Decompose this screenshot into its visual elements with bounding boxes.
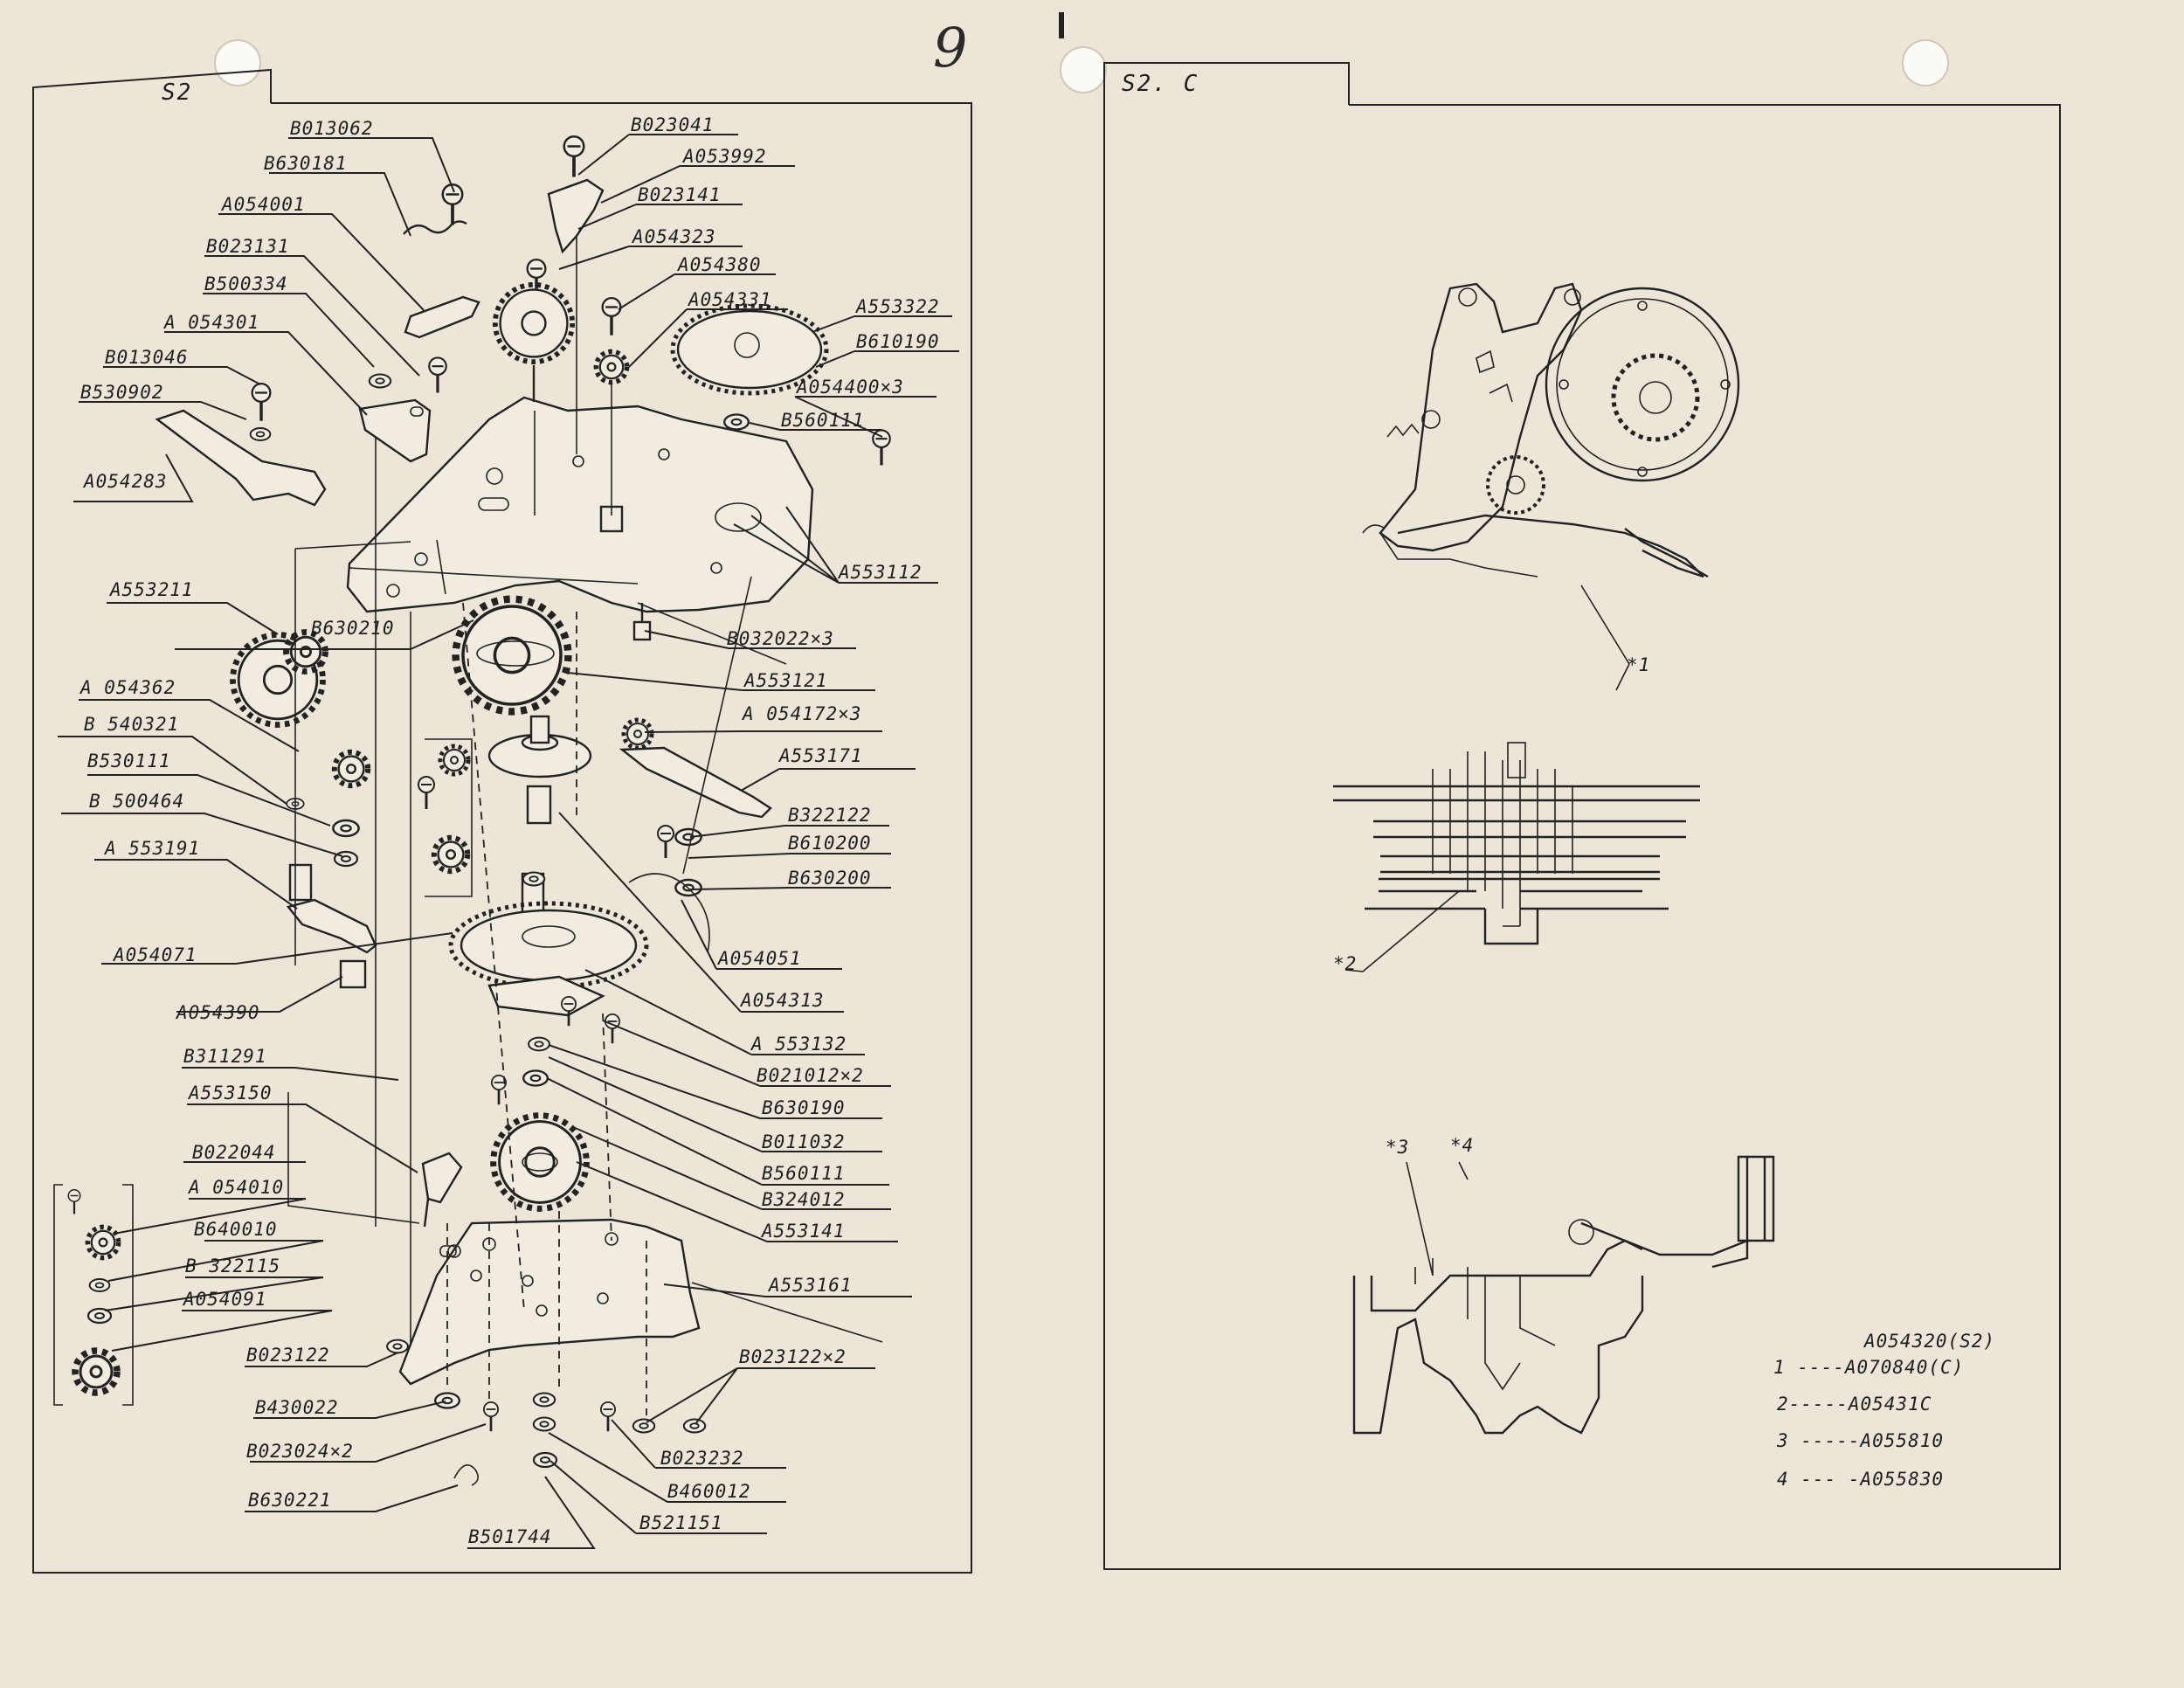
legend: A054320(S2) 1 ----A070840(C) 2-----A0543… (1773, 1331, 1995, 1490)
part-label: A054331 (687, 289, 772, 310)
part-label: A 054301 (162, 312, 259, 333)
part-label: B610190 (856, 331, 940, 352)
part-label: A054051 (716, 948, 802, 969)
part-label: B023024×2 (246, 1441, 354, 1462)
part-label: B630210 (311, 618, 395, 639)
part-label: B630181 (264, 153, 348, 174)
part-label: B630200 (788, 868, 872, 889)
right-panel-tab: S2. C (1122, 71, 1199, 97)
part-labels: B013062 B630181 A054001 B023131 B500334 … (79, 114, 940, 1547)
part-label: B021012×2 (757, 1065, 864, 1086)
callout-4: *4 (1450, 1135, 1474, 1156)
part-label: A553211 (108, 579, 194, 600)
part-label: B022044 (192, 1142, 276, 1163)
part-label: B630190 (762, 1097, 846, 1118)
part-label: B032022×3 (727, 628, 834, 649)
part-label: A054001 (220, 194, 306, 215)
part-label: A553112 (837, 562, 923, 583)
legend-item: A054320(S2) (1863, 1331, 1995, 1352)
part-label: B 322115 (185, 1256, 280, 1276)
part-label: B560111 (762, 1163, 846, 1184)
part-label: B023232 (660, 1448, 744, 1469)
part-label: B630221 (248, 1490, 332, 1511)
part-label: B322122 (788, 805, 872, 826)
callout-labels: *1 *2 *3 *4 (1333, 654, 1650, 1158)
legend-item: 1 ----A070840(C) (1773, 1357, 1964, 1378)
part-label: A054283 (82, 471, 168, 492)
part-label: A553150 (187, 1083, 273, 1103)
part-label: B013046 (105, 347, 189, 368)
part-label: B011032 (762, 1131, 846, 1152)
left-panel: S2 (32, 68, 972, 1574)
part-label: B023122×2 (739, 1346, 847, 1367)
legend-item: 4 --- -A055830 (1777, 1469, 1944, 1490)
exploded-assembly-drawing (53, 134, 959, 1549)
binder-hole-icon (214, 39, 1949, 93)
page-number: 9 (933, 16, 967, 80)
part-label: B501744 (468, 1526, 552, 1547)
part-label: B610200 (788, 833, 872, 854)
part-label: A553322 (854, 296, 940, 317)
callout-3: *3 (1386, 1137, 1409, 1158)
part-label: A054091 (182, 1289, 267, 1310)
part-label: B500334 (204, 273, 288, 294)
part-label: A553171 (778, 745, 863, 766)
part-label: B560111 (781, 410, 865, 431)
left-panel-tab: S2 (162, 80, 192, 106)
part-label: A553161 (767, 1275, 853, 1296)
part-label: B430022 (255, 1397, 339, 1418)
callout-1: *1 (1627, 654, 1650, 675)
part-label: B311291 (183, 1046, 267, 1067)
part-label: A053992 (681, 146, 767, 167)
assembly-perspective-sketch (1362, 282, 1740, 691)
part-label: B023122 (246, 1345, 330, 1366)
part-label: B023041 (631, 114, 715, 135)
part-label: A 054010 (187, 1177, 284, 1198)
callout-2: *2 (1333, 953, 1357, 974)
part-label: A553121 (743, 670, 828, 691)
part-label: B324012 (762, 1189, 846, 1210)
legend-item: 3 -----A055810 (1776, 1430, 1944, 1451)
cross-section-sketch (1333, 742, 1700, 972)
right-panel: S2. C (1103, 62, 2061, 1570)
part-label: B013062 (290, 118, 374, 139)
part-label: A054390 (175, 1002, 260, 1023)
part-label: B023131 (206, 236, 290, 257)
lower-section-sketch (1352, 1155, 1775, 1435)
part-label: A 054172×3 (741, 703, 861, 724)
part-label: B 540321 (84, 714, 179, 735)
part-label: B023141 (638, 184, 722, 205)
part-label: A054323 (631, 226, 716, 247)
part-label: A054071 (112, 944, 197, 965)
part-label: A054380 (676, 254, 762, 275)
part-label: B460012 (667, 1481, 751, 1502)
part-label: A054400×3 (795, 377, 904, 398)
part-label: B640010 (194, 1219, 278, 1240)
legend-item: 2-----A05431C (1777, 1394, 1932, 1415)
part-label: B 500464 (89, 791, 184, 812)
part-label: A 553132 (750, 1034, 847, 1055)
part-label: A553141 (760, 1221, 846, 1242)
part-label: A054313 (739, 990, 825, 1011)
part-label: B530111 (87, 751, 171, 771)
part-label: B521151 (639, 1512, 723, 1533)
part-label: A 054362 (79, 677, 176, 698)
part-label: A 553191 (103, 838, 200, 859)
part-label: B530902 (80, 382, 164, 403)
